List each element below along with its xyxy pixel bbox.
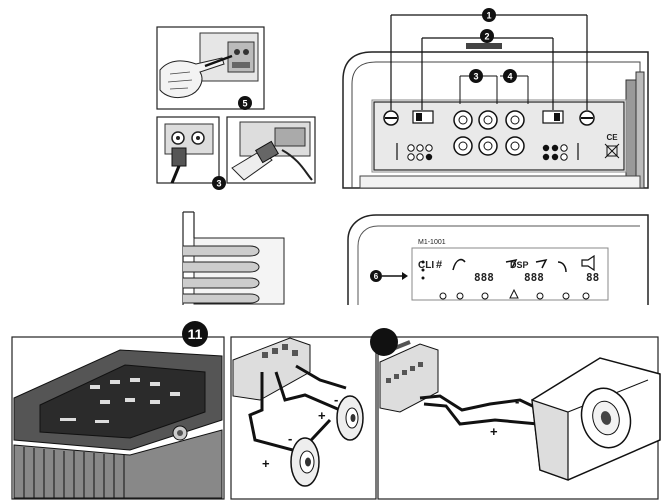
rca-jack-grid[interactable]	[453, 110, 525, 156]
svg-text:88: 88	[586, 271, 599, 284]
minus-label: -	[334, 392, 338, 407]
svg-text:DSP: DSP	[510, 260, 529, 270]
callout-5-badge	[238, 96, 252, 110]
callout-1: 1	[486, 11, 491, 21]
callout-2: 2	[484, 32, 489, 42]
ce-mark: CE	[606, 133, 618, 142]
input-indicators-left	[396, 143, 433, 161]
panel-subwoofer-wiring: - +	[370, 328, 661, 500]
callout-11: 11	[188, 326, 203, 342]
input-indicators-right	[542, 143, 579, 161]
callout-5: 5	[242, 99, 247, 109]
callout-3: 3	[473, 72, 478, 82]
plus-label: +	[490, 424, 498, 439]
callout-4-badge	[503, 69, 517, 83]
minus-label: -	[515, 394, 519, 409]
callout-6-badge	[370, 270, 382, 282]
lcd-readout-left: 888	[474, 271, 494, 284]
speaker-cone-icon	[290, 437, 320, 487]
callout-4: 4	[507, 72, 512, 82]
callout-1-badge	[482, 8, 496, 22]
panel-heatsink-side	[182, 211, 285, 305]
callout-9-badge	[370, 328, 398, 356]
speaker-volume-icon	[581, 254, 595, 272]
svg-text:CLI: CLI	[418, 260, 434, 271]
warning-triangle-icon	[509, 288, 519, 299]
weee-bin-icon	[604, 143, 620, 159]
callout-3-badge-left	[212, 176, 226, 190]
panel-rca-right: 3	[212, 116, 316, 190]
panel-amp-end: 1 2 3 4	[342, 8, 649, 189]
model-label: M1-1001	[418, 239, 446, 246]
panel-screwdriver: 5	[156, 26, 265, 110]
callout-3-left: 3	[216, 179, 221, 189]
lcd-readout-right: 888	[524, 271, 544, 284]
subwoofer-box-icon	[531, 357, 661, 481]
rca-plug-icon	[170, 147, 187, 184]
panel-lcd-top: M1-1001 CLI # 888 DSP 888 88 6	[347, 214, 649, 305]
callout-11-badge	[182, 321, 208, 347]
callout-6: 6	[374, 272, 379, 281]
speaker-cone-icon	[336, 395, 364, 441]
callout-2-badge	[480, 29, 494, 43]
minus-label: -	[288, 431, 292, 446]
svg-text:#: #	[436, 259, 442, 271]
hand-screwdriver-icon	[159, 54, 233, 99]
plus-label: +	[262, 456, 270, 471]
panel-amp-angled: 11	[11, 321, 225, 500]
panel-speaker-wiring: - + - +	[230, 336, 377, 500]
callout-3-badge	[469, 69, 483, 83]
plus-label: +	[318, 408, 326, 423]
panel-rca-left	[156, 116, 220, 184]
